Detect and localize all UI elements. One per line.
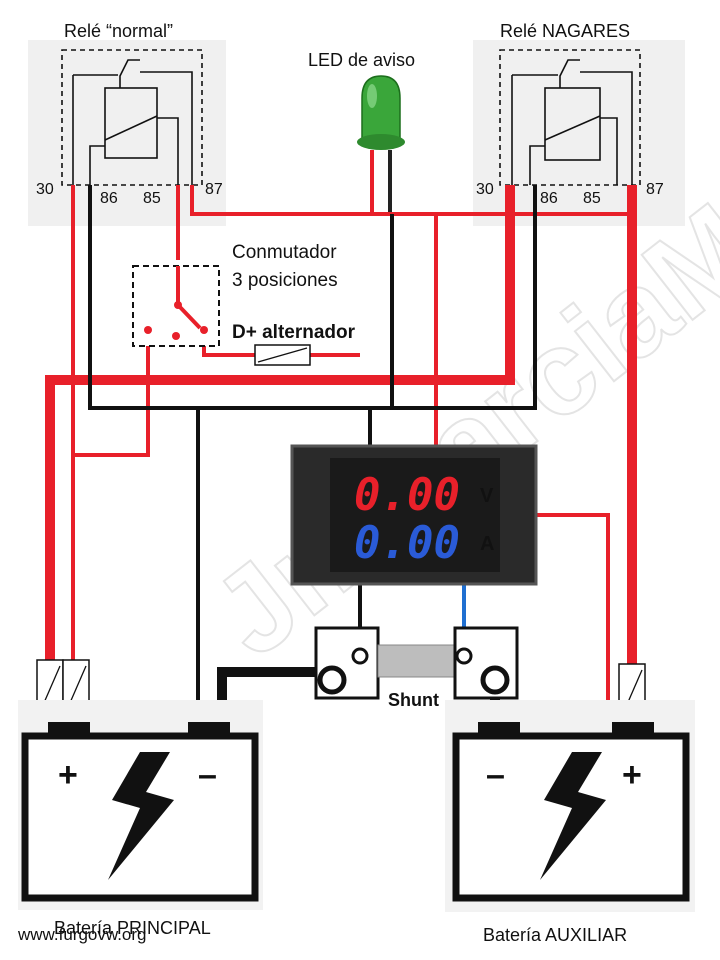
relay-normal-pin-30: 30 — [36, 181, 54, 198]
meter-current-unit: A — [480, 533, 494, 555]
relay-nagares-pin-30: 30 — [476, 181, 494, 198]
switch-label-2: 3 posiciones — [232, 270, 338, 291]
led-bulb — [361, 75, 401, 139]
wire-main-positive-bus — [45, 185, 515, 720]
relay-normal-pin-86: 86 — [100, 190, 118, 207]
relay-nagares: Relé NAGARES 30 86 85 87 — [473, 21, 685, 226]
relay-normal-coil — [104, 87, 158, 159]
meter-current-reading: 0.00 — [354, 518, 460, 569]
wire-meter-to-aux — [536, 513, 610, 740]
alternator-fuse: D+ alternador — [232, 322, 356, 366]
relay-nagares-frame — [499, 49, 641, 186]
relay-normal-pin-85: 85 — [143, 190, 161, 207]
battery-aux-plus: + — [622, 756, 642, 794]
lightning-icon — [540, 752, 606, 880]
switch-lever — [176, 303, 202, 330]
meter-voltage-reading: 0.00 — [354, 470, 460, 521]
relay-normal: Relé “normal” 30 86 85 87 — [28, 21, 226, 226]
footer-site: www.furgovw.org — [17, 925, 147, 944]
relay-normal-title: Relé “normal” — [64, 21, 173, 41]
relay-nagares-pin-87: 87 — [646, 181, 664, 198]
relay-nagares-pin-85: 85 — [583, 190, 601, 207]
led-indicator: LED de aviso — [308, 50, 415, 214]
relay-normal-frame — [61, 49, 203, 186]
battery-aux-label: Batería AUXILIAR — [483, 925, 627, 945]
battery-aux-minus: – — [486, 756, 505, 794]
shunt-label: Shunt — [388, 690, 439, 710]
relay-normal-body — [28, 40, 226, 226]
switch-label-1: Conmutador — [232, 242, 337, 263]
relay-nagares-body — [473, 40, 685, 226]
alternator-label: D+ alternador — [232, 322, 356, 343]
battery-main-plus: + — [58, 756, 78, 794]
relay-nagares-pin-86: 86 — [540, 190, 558, 207]
led-label: LED de aviso — [308, 50, 415, 70]
wire-relay-87-led — [190, 185, 632, 216]
wire-negative-bus — [88, 185, 537, 410]
relay-normal-pin-87: 87 — [205, 181, 223, 198]
battery-main: + – Batería PRINCIPAL — [18, 700, 263, 938]
meter-screen — [330, 458, 500, 572]
led-rim — [357, 134, 405, 150]
relay-nagares-coil — [544, 87, 601, 161]
switch-3pos: Conmutador 3 posiciones — [132, 242, 338, 347]
meter-voltage-unit: V — [480, 485, 494, 507]
relay-nagares-title: Relé NAGARES — [500, 21, 630, 41]
battery-aux: – + Batería AUXILIAR — [445, 700, 695, 945]
wire-switch-left — [73, 330, 150, 457]
shunt-element — [377, 644, 457, 678]
shunt: Shunt — [314, 626, 519, 710]
battery-main-label: Batería PRINCIPAL — [54, 918, 211, 938]
shunt-left-terminal — [314, 626, 380, 700]
wires — [45, 185, 637, 740]
battery-main-minus: – — [198, 756, 217, 794]
volt-amp-meter: 0.00 V 0.00 A — [290, 444, 538, 586]
lightning-icon — [108, 752, 174, 880]
